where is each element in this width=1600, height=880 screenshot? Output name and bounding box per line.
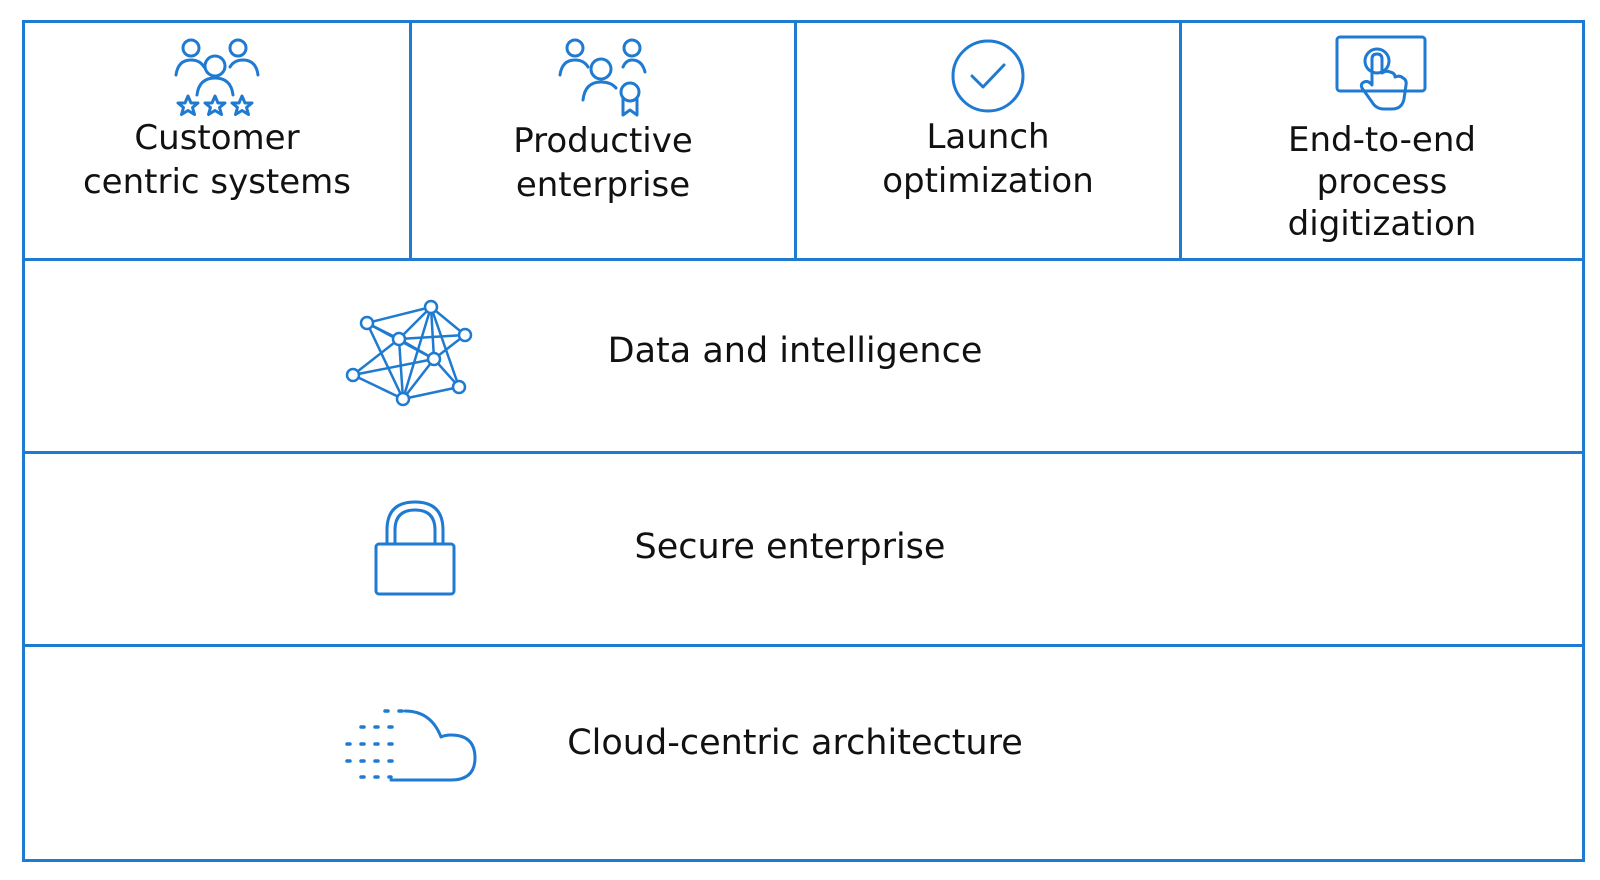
column-divider <box>1179 23 1182 261</box>
layer-label: Data and intelligence <box>607 331 983 371</box>
row-divider <box>25 258 1582 261</box>
cloud-icon <box>343 705 479 785</box>
pillar-label-line: optimization <box>882 161 1094 201</box>
pillar-label-line: centric systems <box>82 162 352 202</box>
pillar-label-line: Productive <box>513 121 693 161</box>
customers-rating-icon <box>172 37 262 119</box>
column-divider <box>409 23 412 261</box>
pillar-label: Launch optimization <box>797 115 1179 203</box>
layer-cloud-centric-architecture: Cloud-centric architecture <box>25 647 1582 862</box>
pillar-launch-optimization: Launch optimization <box>797 23 1179 261</box>
team-award-icon <box>558 37 648 119</box>
pillar-label-line: End-to-end <box>1288 120 1476 160</box>
diagram-frame: Customer centric systems Productive ente… <box>22 20 1585 862</box>
pillar-customer-centric-systems: Customer centric systems <box>25 23 409 261</box>
pillar-label: End-to-end process digitization <box>1182 119 1582 245</box>
layer-label: Secure enterprise <box>634 527 946 567</box>
pillar-label-line: enterprise <box>515 165 691 205</box>
pillar-label-line: digitization <box>1287 204 1477 244</box>
row-divider <box>25 644 1582 647</box>
pillar-productive-enterprise: Productive enterprise <box>412 23 794 261</box>
touch-screen-icon <box>1335 35 1429 121</box>
layer-data-and-intelligence: Data and intelligence <box>25 261 1582 451</box>
pillar-label: Productive enterprise <box>412 119 794 207</box>
checkmark-circle-icon <box>947 39 1029 113</box>
pillar-label: Customer centric systems <box>25 116 409 204</box>
lock-icon <box>373 500 457 598</box>
pillar-label-line: process <box>1316 162 1448 202</box>
network-graph-icon <box>345 299 477 409</box>
pillar-label-line: Customer <box>134 118 300 158</box>
pillar-label-line: Launch <box>926 117 1050 157</box>
column-divider <box>794 23 797 261</box>
layer-secure-enterprise: Secure enterprise <box>25 454 1582 644</box>
pillar-end-to-end-process-digitization: End-to-end process digitization <box>1182 23 1582 261</box>
row-divider <box>25 451 1582 454</box>
layer-label: Cloud-centric architecture <box>567 723 1023 763</box>
